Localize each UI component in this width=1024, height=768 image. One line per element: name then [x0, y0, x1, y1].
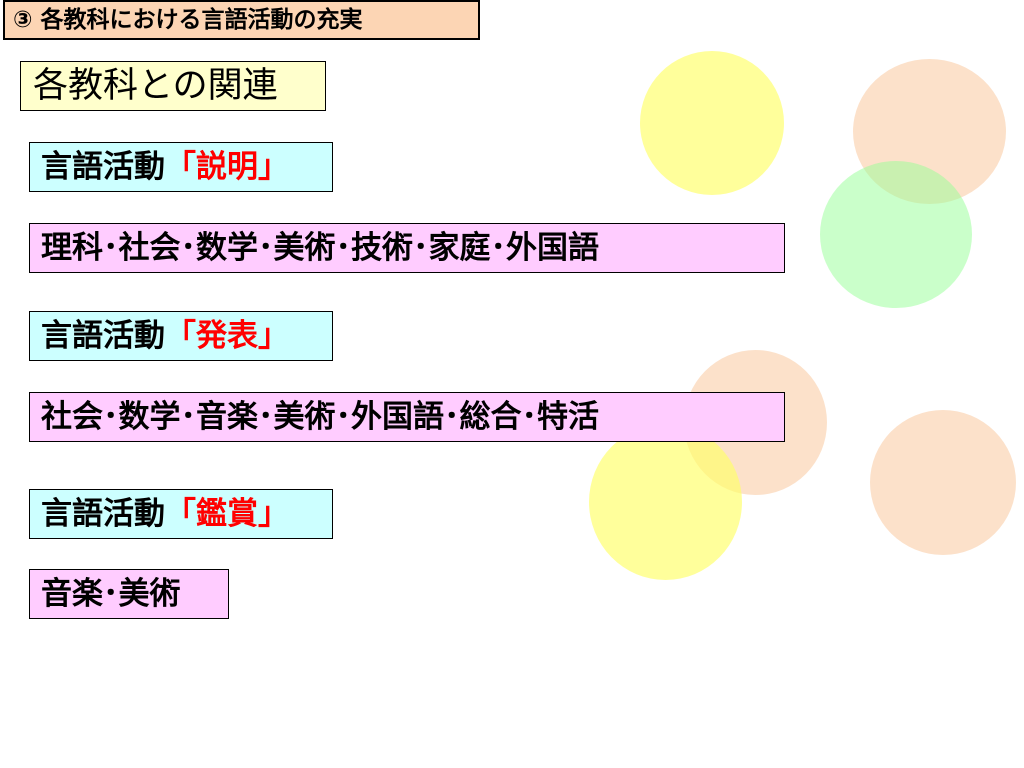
section-heading: 各教科との関連 [20, 61, 326, 111]
subjects-box-presentation: 社会･数学･音楽･美術･外国語･総合･特活 [29, 392, 785, 442]
activity-highlight: 「発表」 [165, 317, 289, 354]
activity-label: 言語活動 [41, 317, 165, 354]
slide-title-text: ③ 各教科における言語活動の充実 [13, 6, 363, 33]
subjects-list: 社会･数学･音楽･美術･外国語･総合･特活 [41, 398, 599, 435]
subjects-box-appreciation: 音楽･美術 [29, 569, 229, 619]
decorative-circle-yellow-top [640, 51, 784, 195]
subjects-list: 理科･社会･数学･美術･技術･家庭･外国語 [41, 229, 599, 266]
activity-highlight: 「説明」 [165, 148, 289, 185]
activity-box-explanation: 言語活動「説明」 [29, 142, 333, 192]
decorative-circle-peach-right [870, 410, 1016, 555]
subjects-list: 音楽･美術 [41, 575, 181, 612]
activity-label: 言語活動 [41, 148, 165, 185]
decorative-circle-green [820, 161, 972, 308]
section-heading-text: 各教科との関連 [33, 65, 278, 106]
activity-box-appreciation: 言語活動「鑑賞」 [29, 489, 333, 539]
slide-title: ③ 各教科における言語活動の充実 [3, 0, 480, 40]
activity-box-presentation: 言語活動「発表」 [29, 311, 333, 361]
activity-highlight: 「鑑賞」 [165, 495, 289, 532]
activity-label: 言語活動 [41, 495, 165, 532]
decorative-circle-yellow-bottom [589, 424, 742, 580]
subjects-box-explanation: 理科･社会･数学･美術･技術･家庭･外国語 [29, 223, 785, 273]
